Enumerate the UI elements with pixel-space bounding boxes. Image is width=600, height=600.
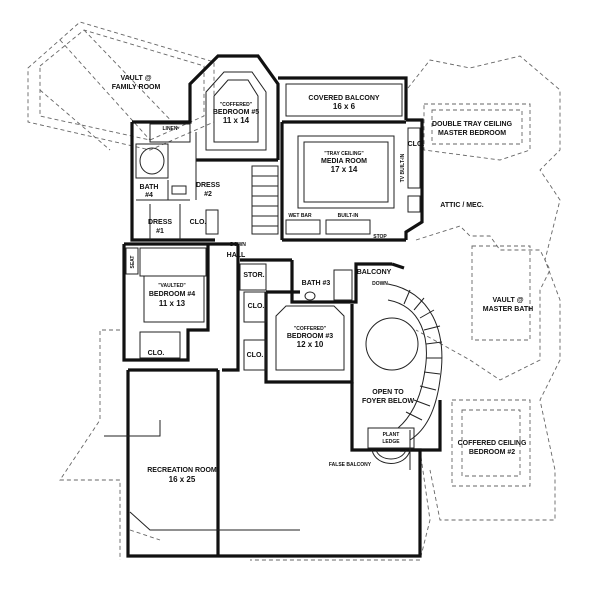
coffered-bedroom2-line2: BEDROOM #2 xyxy=(469,449,515,456)
false-balcony-label: FALSE BALCONY xyxy=(329,462,372,468)
plant-ledge-line2: LEDGE xyxy=(382,439,400,445)
interior-details xyxy=(104,71,443,531)
vault-family-room-line1: VAULT @ xyxy=(120,75,151,82)
down-hall-label: DOWN xyxy=(230,242,246,248)
open-foyer-line1: OPEN TO xyxy=(372,389,404,396)
built-in-label: BUILT-IN xyxy=(338,213,359,219)
bath4-line1: BATH xyxy=(140,184,159,191)
exterior-walls xyxy=(122,54,442,558)
down-stair-label: DOWN xyxy=(372,281,388,287)
bedroom3-line1: "COFFERED" xyxy=(294,326,327,332)
bedroom5-line3: 11 x 14 xyxy=(223,116,250,125)
vault-master-bath-line1: VAULT @ xyxy=(492,297,523,304)
bath4-line2: #4 xyxy=(145,192,153,199)
double-tray-line2: MASTER BEDROOM xyxy=(438,130,506,137)
clo-bed4-label: CLO. xyxy=(148,350,165,357)
clo-right-label: CLO. xyxy=(408,141,425,148)
bedroom3-line3: 12 x 10 xyxy=(297,340,324,349)
roof-outlines xyxy=(27,21,561,561)
linen-label: LINEN xyxy=(163,126,178,132)
bedroom4-line3: 11 x 13 xyxy=(159,299,186,308)
media-room-line1: "TRAY CEILING" xyxy=(324,151,364,157)
open-foyer-line2: FOYER BELOW xyxy=(362,398,415,405)
dress1-line1: DRESS xyxy=(148,219,172,226)
bedroom4-line2: BEDROOM #4 xyxy=(149,291,195,298)
tv-built-in-label: TV BUILT-IN xyxy=(400,153,406,182)
covered-balcony-line1: COVERED BALCONY xyxy=(308,95,380,102)
media-room-line2: MEDIA ROOM xyxy=(321,158,367,165)
dress2-line2: #2 xyxy=(204,191,212,198)
recreation-room-line2: 16 x 25 xyxy=(169,475,196,484)
bedroom4-line1: "VAULTED" xyxy=(158,283,186,289)
hall-label: HALL xyxy=(227,252,246,259)
vault-family-room-line2: FAMILY ROOM xyxy=(112,84,161,91)
bedroom5-line1: "COFFERED" xyxy=(220,102,253,108)
wet-bar-label: WET BAR xyxy=(288,213,312,219)
stop-label: STOP xyxy=(373,234,387,240)
curved-staircase xyxy=(365,283,443,441)
clo-top-label: CLO. xyxy=(190,219,207,226)
dress2-line1: DRESS xyxy=(196,182,220,189)
bedroom3-line2: BEDROOM #3 xyxy=(287,333,333,340)
bath3-label: BATH #3 xyxy=(302,280,331,287)
recreation-room-line1: RECREATION ROOM xyxy=(147,467,217,474)
covered-balcony-line2: 16 x 6 xyxy=(333,102,356,111)
plant-ledge-line1: PLANT xyxy=(383,432,400,438)
balcony-label: BALCONY xyxy=(357,269,392,276)
clo-mid1-label: CLO. xyxy=(248,303,265,310)
room-labels: VAULT @ FAMILY ROOM "COFFERED" BEDROOM #… xyxy=(112,75,534,484)
dress1-line2: #1 xyxy=(156,228,164,235)
seat-label: SEAT xyxy=(130,256,136,269)
bedroom5-line2: BEDROOM #5 xyxy=(213,109,259,116)
vault-master-bath-line2: MASTER BATH xyxy=(483,306,533,313)
media-room-line3: 17 x 14 xyxy=(331,165,358,174)
attic-mec-label: ATTIC / MEC. xyxy=(440,202,483,209)
stor-label: STOR. xyxy=(243,272,264,279)
coffered-bedroom2-line1: COFFERED CEILING xyxy=(458,440,527,447)
double-tray-line1: DOUBLE TRAY CEILING xyxy=(432,121,513,128)
clo-mid2-label: CLO. xyxy=(247,352,264,359)
